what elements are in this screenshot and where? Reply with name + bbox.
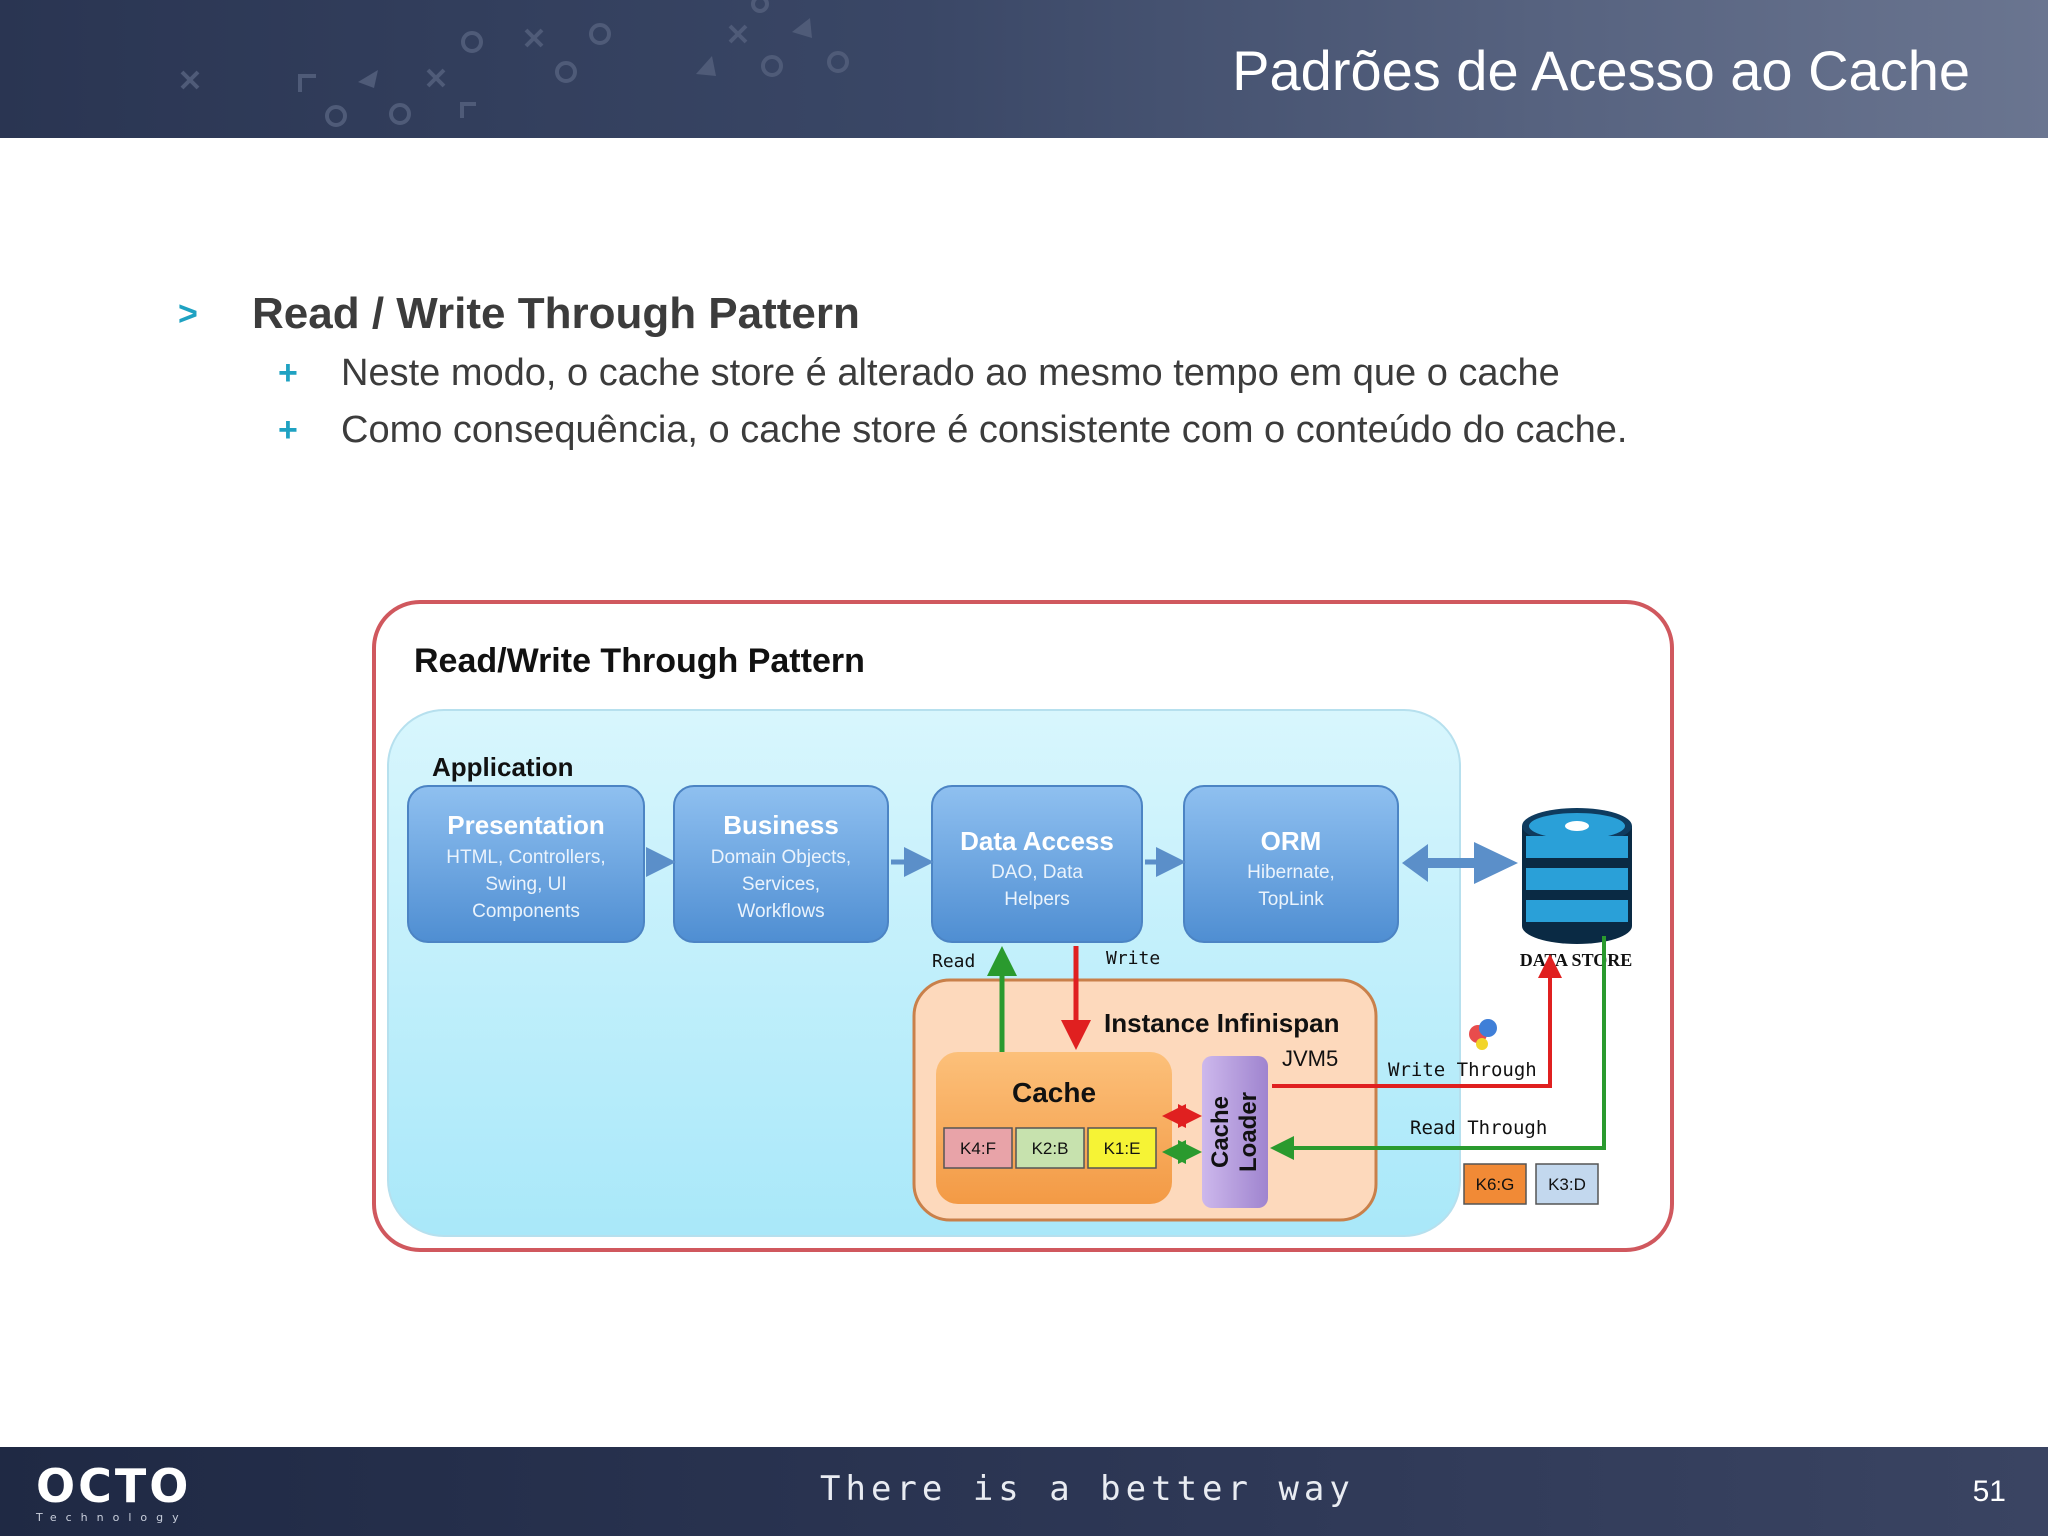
cache-entry-text: K2:B (1032, 1139, 1069, 1158)
main-bullet-text: Read / Write Through Pattern (252, 289, 860, 338)
store-entry-text: K6:G (1476, 1175, 1515, 1194)
cache-loader-label: Cache (1207, 1096, 1234, 1168)
layer-name: Data Access (960, 826, 1114, 856)
page-number: 51 (1972, 1475, 2006, 1508)
tagline: There is a better way (820, 1469, 1355, 1509)
octo-logo: OCTO Technology (36, 1461, 191, 1525)
slide-title: Padrões de Acesso ao Cache (1232, 39, 1970, 102)
sub-bullet: + Neste modo, o cache store é alterado a… (278, 348, 1560, 398)
orm-datastore-arrow (1402, 842, 1518, 884)
read-through-arrow (1270, 936, 1606, 1160)
footer-bar: OCTO Technology There is a better way 51 (0, 1447, 2048, 1536)
layer-data-access: Data Access DAO, Data Helpers (931, 785, 1143, 943)
sub-bullet-text: Como consequência, o cache store é consi… (341, 408, 1628, 451)
read-label: Read (932, 951, 975, 972)
store-entry: K3:D (1535, 1163, 1599, 1205)
write-through-label: Write Through (1388, 1059, 1537, 1081)
layer-detail: Helpers (1004, 889, 1069, 910)
write-label: Write (1106, 948, 1160, 969)
layer-detail: Components (472, 901, 580, 922)
layer-detail: Services, (742, 874, 820, 895)
infinispan-logo-icon (1469, 1019, 1497, 1050)
write-through-arrow (1272, 954, 1562, 1088)
sub-bullet-text: Neste modo, o cache store é alterado ao … (341, 351, 1560, 394)
header-bar: Padrões de Acesso ao Cache (0, 0, 2048, 138)
layer-detail: DAO, Data (991, 862, 1083, 883)
diagram-title: Read/Write Through Pattern (414, 642, 865, 680)
application-label: Application (432, 752, 574, 782)
layer-business: Business Domain Objects, Services, Workf… (673, 785, 889, 943)
layer-name: ORM (1261, 826, 1322, 856)
decorative-pattern-icon (180, 0, 849, 127)
layer-detail: Hibernate, (1247, 862, 1335, 883)
layer-name: Presentation (447, 810, 605, 840)
store-entry-text: K3:D (1548, 1175, 1586, 1194)
layer-detail: Workflows (737, 901, 824, 922)
main-bullet: > Read / Write Through Pattern (178, 286, 860, 342)
cache-loader-label: Loader (1235, 1092, 1262, 1172)
chevron-right-icon: > (178, 294, 198, 333)
layer-presentation: Presentation HTML, Controllers, Swing, U… (407, 785, 645, 943)
layer-detail: Domain Objects, (711, 847, 851, 868)
logo-subtitle: Technology (36, 1511, 188, 1524)
data-store-label: DATA STORE (1520, 950, 1633, 970)
cache-label: Cache (1012, 1077, 1096, 1108)
cache-entry-text: K4:F (960, 1139, 996, 1158)
read-through-label: Read Through (1410, 1117, 1547, 1139)
plus-icon: + (278, 410, 298, 449)
cache-loader-box (1202, 1056, 1268, 1208)
instance-label: Instance Infinispan (1104, 1008, 1340, 1038)
plus-icon: + (278, 353, 298, 392)
database-icon (1522, 808, 1632, 944)
layer-detail: HTML, Controllers, (446, 847, 605, 868)
cache-entry: K2:B (1015, 1127, 1085, 1169)
read-write-through-diagram: Read/Write Through Pattern Application P… (372, 600, 1674, 1252)
store-entry: K6:G (1463, 1163, 1527, 1205)
sub-bullet: + Como consequência, o cache store é con… (278, 405, 1627, 455)
cache-entry-text: K1:E (1104, 1139, 1141, 1158)
layer-orm: ORM Hibernate, TopLink (1183, 785, 1399, 943)
layer-detail: TopLink (1258, 889, 1324, 910)
cache-entry: K4:F (943, 1127, 1013, 1169)
jvm-label: JVM5 (1282, 1046, 1338, 1071)
cache-entry: K1:E (1087, 1127, 1157, 1169)
layer-name: Business (723, 810, 839, 840)
layer-detail: Swing, UI (485, 874, 566, 895)
logo-word: OCTO (36, 1459, 192, 1513)
